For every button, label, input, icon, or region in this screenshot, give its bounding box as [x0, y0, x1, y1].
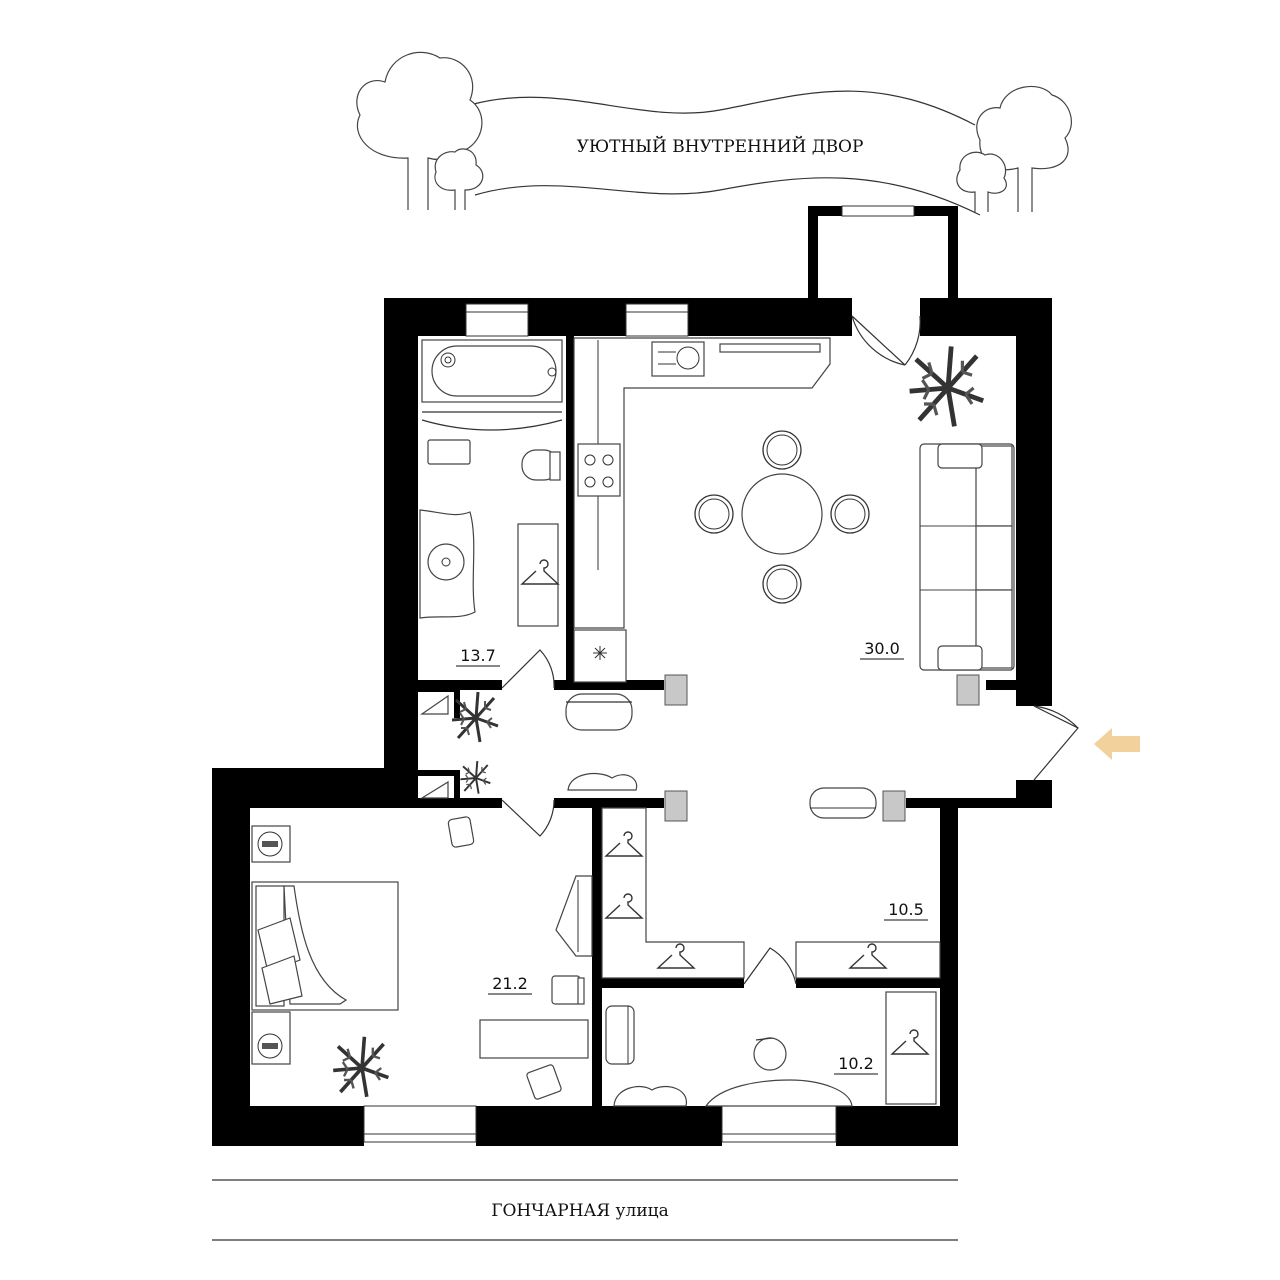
bedroom-furniture — [251, 816, 593, 1100]
room-area-hall: 10.5 — [888, 900, 924, 919]
ribbon — [469, 90, 976, 126]
room-area-bathroom: 13.7 — [460, 646, 496, 665]
room-area-study: 10.2 — [838, 1054, 874, 1073]
hall-wardrobes — [601, 807, 941, 979]
room-area-living: 30.0 — [864, 639, 900, 658]
courtyard-label: УЮТНЫЙ ВНУТРЕННИЙ ДВОР — [577, 136, 864, 157]
study-furniture — [605, 991, 937, 1107]
street-label: ГОНЧАРНАЯ улица — [491, 1201, 669, 1221]
tree-icon — [956, 85, 1072, 212]
radiator — [664, 790, 688, 822]
courtyard-banner: УЮТНЫЙ ВНУТРЕННИЙ ДВОР — [356, 51, 1072, 216]
corridor-furniture — [419, 690, 877, 819]
bathroom-furniture — [419, 339, 563, 627]
dining-table — [694, 430, 870, 604]
room-area-bedroom: 21.2 — [492, 974, 528, 993]
radiator — [956, 674, 980, 706]
windows — [363, 205, 915, 1143]
radiator — [664, 674, 688, 706]
plant-icon — [910, 346, 984, 426]
arrow-left-icon[interactable] — [1094, 728, 1140, 760]
doors — [501, 315, 1079, 985]
street-banner: ГОНЧАРНАЯ улица — [212, 1179, 958, 1241]
kitchen-furniture — [573, 337, 831, 683]
walls — [212, 206, 1052, 1146]
radiator — [882, 790, 906, 822]
sofa — [919, 443, 1015, 671]
tree-icon — [356, 51, 484, 210]
